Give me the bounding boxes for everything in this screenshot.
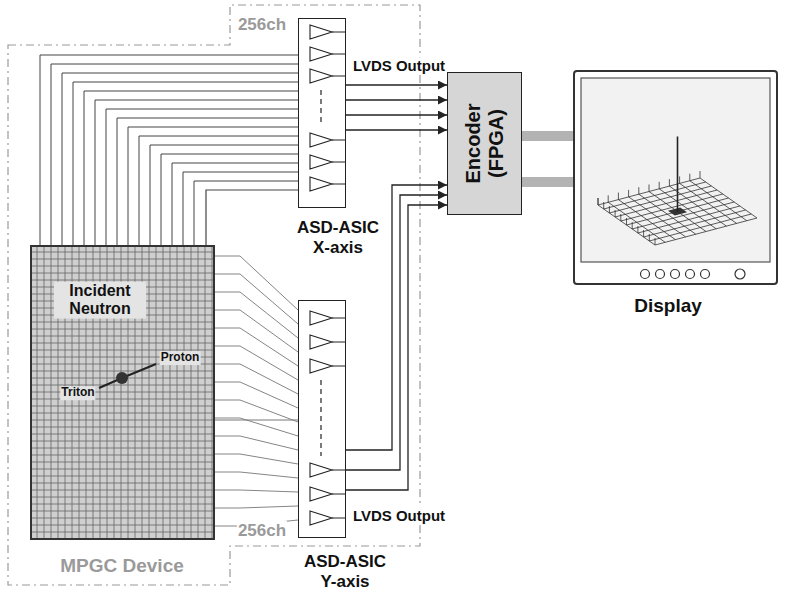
video-cable [522, 177, 573, 187]
monitor-button [701, 270, 710, 279]
asic-body [298, 300, 346, 538]
capture-point [116, 372, 128, 384]
amplifier-symbol [310, 25, 332, 39]
encoder-label: Encoder (FPGA) [462, 94, 508, 194]
asic-body [298, 18, 346, 208]
amplifier-output [332, 140, 346, 141]
monitor-button [686, 270, 695, 279]
asic-caption: ASD-ASIC Y-axis [295, 552, 395, 591]
detector-label: Incident Neutron [54, 282, 146, 319]
asic-box: ASD-ASIC Y-axis [298, 300, 346, 538]
signal-label: LVDS Output [352, 507, 446, 524]
amplifier-symbol [310, 133, 332, 147]
display-caption: Display [634, 295, 702, 317]
continuation-dash [320, 380, 321, 456]
amplifier-symbol [310, 177, 332, 191]
amplifier-output [332, 162, 346, 163]
amplifier-symbol [310, 155, 332, 169]
amplifier-output [332, 184, 346, 185]
channel-count: 256ch [237, 520, 287, 540]
display-monitor: Display [573, 70, 778, 285]
signal-wire [215, 420, 298, 421]
amplifier-output [332, 470, 346, 471]
detector-box: Incident NeutronMPGC Device [30, 245, 215, 540]
amplifier-symbol [310, 47, 332, 61]
label-layer: LVDS OutputLVDS Output256chProtonTriton2… [0, 0, 785, 101]
amplifier-output [332, 54, 346, 55]
monitor-button [656, 270, 665, 279]
signal-label: LVDS Output [352, 57, 446, 74]
x-strip-wires [40, 55, 298, 245]
amplifier-output [332, 32, 346, 33]
region-outline [8, 5, 420, 585]
amplifier-output [332, 494, 346, 495]
encoder-box: Encoder (FPGA) [447, 72, 522, 215]
amplifier-symbol [310, 511, 332, 525]
amplifier-symbol [310, 463, 332, 477]
video-cable [522, 131, 573, 141]
lvds-line [346, 129, 447, 130]
y-strip-wires [215, 256, 298, 526]
device-caption: MPGC Device [60, 555, 184, 577]
signal-wire [206, 190, 298, 245]
particle-label: Proton [160, 351, 201, 365]
peak-bar [677, 137, 679, 212]
amplifier-symbol [310, 487, 332, 501]
continuation-dash [320, 90, 321, 126]
amplifier-output [332, 342, 346, 343]
amplifier-output [332, 518, 346, 519]
amplifier-symbol [310, 69, 332, 83]
particle-label: Triton [60, 386, 95, 400]
power-button [735, 269, 745, 279]
amplifier-output [332, 76, 346, 77]
amplifier-symbol [310, 335, 332, 349]
amplifier-symbol [310, 311, 332, 325]
lvds-line [346, 99, 447, 100]
asic-box: ASD-ASIC X-axis [298, 18, 346, 208]
monitor-button [671, 270, 680, 279]
amplifier-output [332, 318, 346, 319]
asic-caption: ASD-ASIC X-axis [288, 218, 388, 257]
channel-count: 256ch [237, 14, 287, 34]
amplifier-output [332, 366, 346, 367]
detector-area [30, 245, 215, 540]
amplifier-symbol [310, 359, 332, 373]
lvds-line [346, 84, 447, 85]
screen [581, 78, 770, 262]
detector-grid [30, 245, 215, 540]
monitor-button [641, 270, 650, 279]
lvds-line [346, 114, 447, 115]
